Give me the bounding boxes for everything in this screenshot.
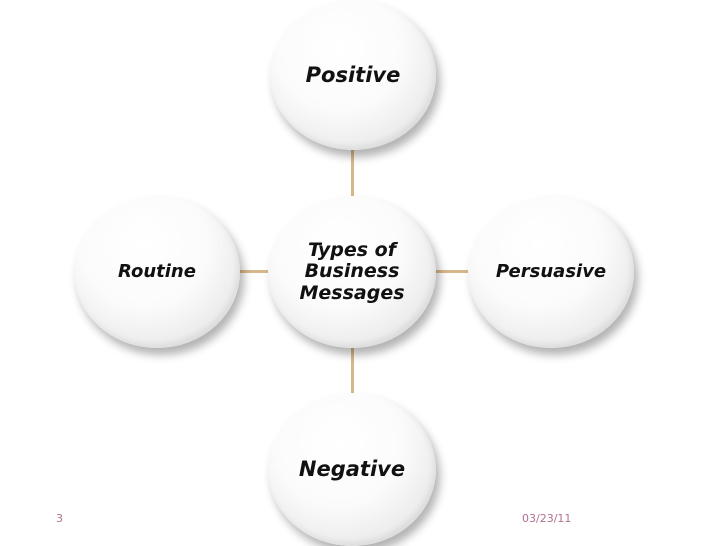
- slide-number: 3: [56, 512, 63, 525]
- node-positive: Positive: [270, 0, 436, 150]
- center-label-line-3: Messages: [299, 281, 405, 304]
- center-label: Types of Business Messages: [299, 239, 405, 304]
- connector-top: [351, 150, 354, 198]
- node-persuasive-label: Persuasive: [495, 260, 607, 282]
- node-routine-label: Routine: [118, 260, 196, 282]
- connector-bottom: [351, 344, 354, 396]
- node-persuasive: Persuasive: [468, 196, 634, 348]
- node-routine: Routine: [74, 196, 240, 348]
- node-center: Types of Business Messages: [268, 196, 436, 348]
- connector-right: [433, 270, 471, 273]
- center-label-line-1: Types of: [308, 239, 396, 262]
- connector-left: [234, 270, 272, 273]
- node-positive-label: Positive: [305, 62, 401, 87]
- node-negative: Negative: [268, 393, 436, 546]
- slide-date: 03/23/11: [522, 512, 572, 525]
- center-label-line-2: Business: [304, 260, 400, 283]
- node-negative-label: Negative: [298, 457, 406, 482]
